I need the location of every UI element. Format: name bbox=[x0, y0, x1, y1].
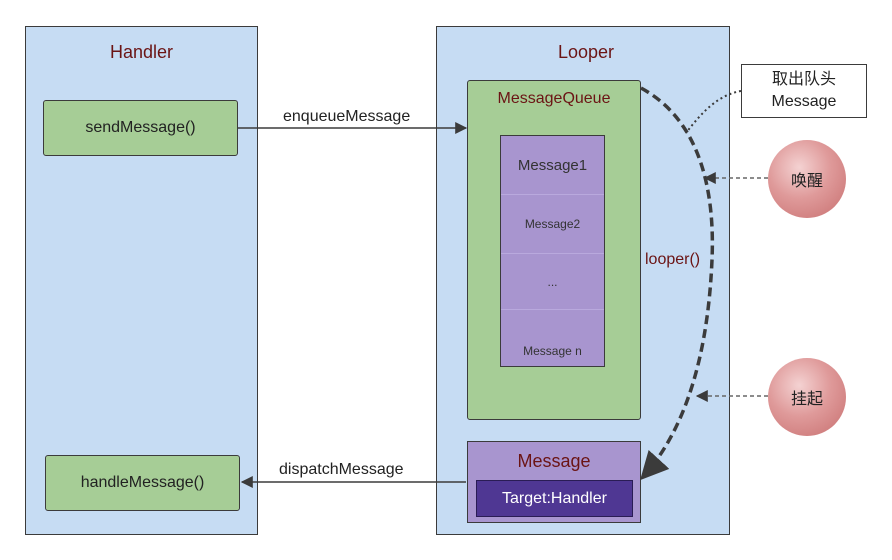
queue-item: ... bbox=[501, 254, 604, 310]
message-queue-stack: Message1 Message2 ... Message n bbox=[500, 135, 605, 367]
looper-title: Looper bbox=[557, 42, 615, 62]
message-title: Message bbox=[517, 451, 591, 471]
take-head-line2: Message bbox=[771, 93, 837, 110]
suspend-circle: 挂起 bbox=[768, 358, 846, 436]
take-head-pointer bbox=[685, 90, 742, 134]
wake-circle: 唤醒 bbox=[768, 140, 846, 218]
handler-title: Handler bbox=[109, 42, 174, 62]
handle-message-box: handleMessage() bbox=[45, 455, 240, 511]
enqueue-label: enqueueMessage bbox=[283, 108, 411, 125]
message-queue-title: MessageQueue bbox=[497, 90, 611, 107]
looper-loop-path bbox=[640, 86, 715, 481]
looper-loop-label: looper() bbox=[645, 251, 701, 268]
take-head-line1: 取出队头 bbox=[771, 71, 836, 88]
queue-item: Message2 bbox=[501, 195, 604, 254]
take-head-note: 取出队头 Message bbox=[741, 64, 867, 118]
queue-item: Message1 bbox=[501, 136, 604, 195]
dispatch-label: dispatchMessage bbox=[279, 461, 404, 478]
queue-item: Message n bbox=[523, 344, 582, 358]
message-target-box: Target:Handler bbox=[476, 480, 633, 517]
send-message-box: sendMessage() bbox=[43, 100, 238, 156]
